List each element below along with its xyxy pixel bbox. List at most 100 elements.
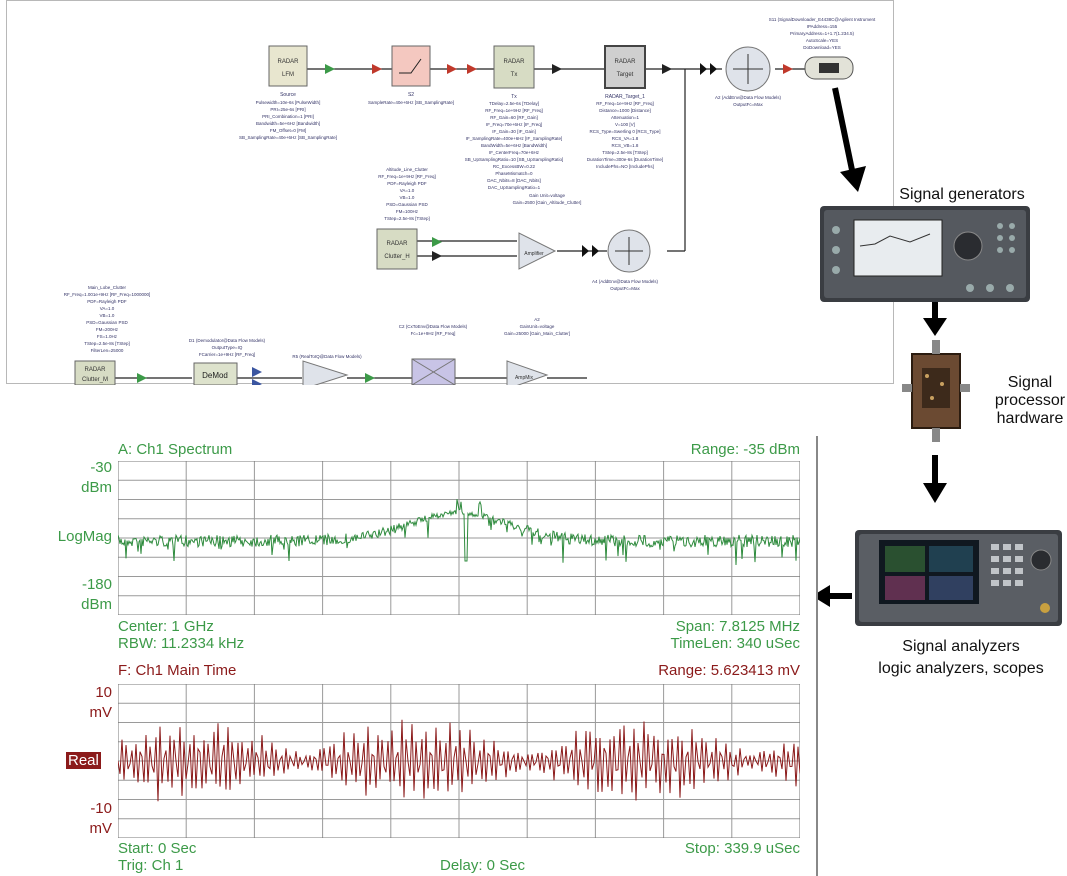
signal-processor-label-line1: Signal bbox=[1007, 374, 1053, 391]
svg-text:DAC_Nbits=8 [DAC_Nbits]: DAC_Nbits=8 [DAC_Nbits] bbox=[487, 178, 540, 183]
svg-text:PDF=Rayleigh PDF: PDF=Rayleigh PDF bbox=[387, 181, 427, 186]
analyzer-display: A: Ch1 Spectrum Range: -35 dBm -30 dBm L… bbox=[8, 436, 818, 876]
spectrum-center: Center: 1 GHz bbox=[118, 618, 214, 635]
svg-text:RADAR: RADAR bbox=[614, 59, 636, 65]
spectrum-rbw: RBW: 11.2334 kHz bbox=[118, 635, 245, 652]
svg-text:TDelay=2.5e-6s [TDelay]: TDelay=2.5e-6s [TDelay] bbox=[489, 101, 539, 106]
signal-processor-hardware bbox=[902, 340, 970, 444]
svg-text:RC_ExcessBW=0.22: RC_ExcessBW=0.22 bbox=[493, 164, 536, 169]
time-ymid: Real bbox=[66, 752, 101, 769]
svg-text:Source: Source bbox=[280, 92, 296, 98]
source-block[interactable]: RADAR LFM Source Pulsewidth=10e-6s [Puls… bbox=[239, 45, 337, 140]
signal-analyzers-label: Signal analyzers logic analyzers, scopes bbox=[858, 638, 1064, 678]
svg-text:RF_Gain=60 [RF_Gain]: RF_Gain=60 [RF_Gain] bbox=[490, 115, 537, 120]
svg-text:OutputFc=Max: OutputFc=Max bbox=[733, 102, 763, 107]
time-title: F: Ch1 Main Time bbox=[118, 662, 237, 679]
svg-text:SampleRate=40e+6Hz [SB_Samplin: SampleRate=40e+6Hz [SB_SamplingRate] bbox=[368, 100, 454, 105]
svg-text:Bandwidth=5e+6Hz [Bandwidth]: Bandwidth=5e+6Hz [Bandwidth] bbox=[256, 121, 320, 126]
svg-text:GainUnit=voltage: GainUnit=voltage bbox=[520, 324, 555, 329]
svg-text:Tx: Tx bbox=[511, 94, 517, 100]
svg-text:PDF=Rayleigh PDF: PDF=Rayleigh PDF bbox=[87, 299, 127, 304]
time-ytop-value: 10 bbox=[95, 684, 112, 701]
svg-text:IF_SamplingRate=400e+6Hz [IF_S: IF_SamplingRate=400e+6Hz [IF_SamplingRat… bbox=[466, 136, 563, 141]
spectrum-trace bbox=[118, 499, 800, 566]
time-start: Start: 0 Sec bbox=[118, 840, 197, 857]
svg-text:DoDownload=YES: DoDownload=YES bbox=[803, 45, 840, 50]
panel-divider bbox=[816, 436, 818, 876]
svg-text:BandWidth=5e+6Hz [BandWidth]: BandWidth=5e+6Hz [BandWidth] bbox=[481, 143, 547, 148]
svg-text:Gain=25000 [Gain_Main_Clutter]: Gain=25000 [Gain_Main_Clutter] bbox=[504, 331, 570, 336]
ampmix-block[interactable]: AmpMix A2 GainUnit=voltage Gain=25000 [G… bbox=[504, 317, 570, 390]
signal-processor-label: Signal processor hardware bbox=[990, 374, 1067, 428]
adder1-block[interactable]: A2 (AddEnv@Data Flow Models) OutputFc=Ma… bbox=[700, 46, 782, 107]
svg-text:PhaseMismatch=0: PhaseMismatch=0 bbox=[495, 171, 533, 176]
svg-text:A2 (AddEnv@Data Flow Models): A2 (AddEnv@Data Flow Models) bbox=[715, 95, 782, 100]
svg-text:Clutter_M: Clutter_M bbox=[82, 377, 108, 383]
signal-generators-label: Signal generators bbox=[899, 186, 1025, 203]
svg-text:Fc=1e+9Hz [RF_Freq]: Fc=1e+9Hz [RF_Freq] bbox=[411, 331, 456, 336]
svg-text:SB_SamplingRate=40e+6Hz [SB_Sa: SB_SamplingRate=40e+6Hz [SB_SamplingRate… bbox=[239, 135, 337, 140]
svg-text:RCS_VA=1.8: RCS_VA=1.8 bbox=[612, 136, 639, 141]
clutter-h-block[interactable]: RADAR Clutter_H Altitude_Line_Clutter RF… bbox=[376, 167, 436, 270]
svg-text:OutputType=IQ: OutputType=IQ bbox=[212, 345, 243, 350]
svg-text:A2: A2 bbox=[534, 317, 540, 322]
signal-generator-instrument bbox=[820, 206, 1030, 302]
svg-text:PRI=25e-6s [PRI]: PRI=25e-6s [PRI] bbox=[270, 107, 305, 112]
svg-text:Gain=2500 [Gain_Altitude_Clutt: Gain=2500 [Gain_Altitude_Clutter] bbox=[513, 200, 582, 205]
time-ybot-value: -10 bbox=[90, 800, 112, 817]
svg-text:VB=1.0: VB=1.0 bbox=[100, 313, 115, 318]
spectrum-span: Span: 7.8125 MHz bbox=[675, 618, 800, 635]
svg-text:S11 (SignalDownloader_E4438C@A: S11 (SignalDownloader_E4438C@Agilent Ins… bbox=[769, 17, 876, 22]
signal-analyzers-label-line2: logic analyzers, scopes bbox=[878, 660, 1044, 677]
svg-text:FM_Offset=0 [FM]: FM_Offset=0 [FM] bbox=[270, 128, 306, 133]
svg-text:Target: Target bbox=[617, 72, 634, 78]
svg-text:C2 (CxToEnv@Data Flow Models): C2 (CxToEnv@Data Flow Models) bbox=[399, 324, 468, 329]
clutter-m-block[interactable]: RADAR Clutter_M Main_Lobe_Clutter RF_Fre… bbox=[64, 285, 150, 386]
svg-text:PRI_Combination=1 [PRI]: PRI_Combination=1 [PRI] bbox=[262, 114, 314, 119]
svg-text:Amplifier: Amplifier bbox=[524, 251, 544, 257]
realtoiq-block[interactable]: R5 (RealToIQ@Data Flow Models) bbox=[292, 354, 362, 390]
svg-text:LFM: LFM bbox=[282, 72, 294, 78]
svg-text:PSD=Gaussian PSD: PSD=Gaussian PSD bbox=[386, 202, 428, 207]
spectrum-ytop-unit: dBm bbox=[81, 479, 112, 496]
svg-text:IncludePhs=NO [IncludePhs]: IncludePhs=NO [IncludePhs] bbox=[596, 164, 654, 169]
cxtoen-block[interactable]: C2 (CxToEnv@Data Flow Models) Fc=1e+9Hz … bbox=[399, 324, 468, 386]
adder2-block[interactable]: A4 (AddEnv@Data Flow Models) OutputFc=Ma… bbox=[582, 229, 659, 291]
svg-text:FCarrier=1e+9Hz [RF_Freq]: FCarrier=1e+9Hz [RF_Freq] bbox=[199, 352, 255, 357]
amplifier-block[interactable]: Amplifier Gain Unit=voltage Gain=2500 [G… bbox=[513, 193, 582, 270]
time-ybot-unit: mV bbox=[89, 820, 113, 837]
target-block[interactable]: RADAR Target RADAR_Target_1 RF_Freq=1e+9… bbox=[587, 45, 663, 169]
signal-processor-label-line2: processor bbox=[994, 392, 1066, 409]
spectrum-ybot-unit: dBm bbox=[81, 596, 112, 613]
spectrum-ymid: LogMag bbox=[57, 528, 112, 545]
svg-text:VA=1.0: VA=1.0 bbox=[400, 188, 415, 193]
s2-block[interactable]: S2 SampleRate=40e+6Hz [SB_SamplingRate] bbox=[368, 45, 454, 105]
spectrum-ytop-value: -30 bbox=[90, 459, 112, 476]
svg-text:RF_Freq=1e+9Hz [RF_Freq]: RF_Freq=1e+9Hz [RF_Freq] bbox=[485, 108, 543, 113]
svg-text:A4 (AddEnv@Data Flow Models): A4 (AddEnv@Data Flow Models) bbox=[592, 279, 659, 284]
svg-text:OutputFc=Max: OutputFc=Max bbox=[610, 286, 640, 291]
svg-text:FS=1.0Hz: FS=1.0Hz bbox=[97, 334, 118, 339]
svg-text:DeMod: DeMod bbox=[202, 371, 228, 380]
signal-analyzers-label-line1: Signal analyzers bbox=[902, 638, 1020, 655]
svg-text:Distance=1000 [Distance]: Distance=1000 [Distance] bbox=[599, 108, 650, 113]
svg-text:RADAR: RADAR bbox=[386, 241, 408, 247]
svg-text:IF_CenterFreq=70e+6Hz: IF_CenterFreq=70e+6Hz bbox=[489, 150, 540, 155]
tx-block[interactable]: RADAR Tx Tx TDelay=2.5e-6s [TDelay] RF_F… bbox=[465, 45, 563, 190]
time-trig: Trig: Ch 1 bbox=[118, 857, 184, 874]
time-range: Range: 5.623413 mV bbox=[658, 662, 800, 679]
svg-text:RCS_Type=Swerling 0 [RCS_Type]: RCS_Type=Swerling 0 [RCS_Type] bbox=[590, 129, 661, 134]
time-trace bbox=[118, 719, 800, 802]
time-plot bbox=[118, 684, 800, 838]
svg-text:TStep=2.5e-8s [TStep]: TStep=2.5e-8s [TStep] bbox=[602, 150, 647, 155]
spectrum-timelen: TimeLen: 340 uSec bbox=[670, 635, 800, 652]
svg-text:RADAR_Target_1: RADAR_Target_1 bbox=[605, 94, 645, 100]
svg-text:RADAR: RADAR bbox=[84, 367, 106, 373]
svg-text:AmpMix: AmpMix bbox=[515, 375, 534, 381]
svg-text:IF_Gain=30 [IF_Gain]: IF_Gain=30 [IF_Gain] bbox=[492, 129, 535, 134]
svg-text:FM=200Hz: FM=200Hz bbox=[96, 327, 119, 332]
spectrum-title: A: Ch1 Spectrum bbox=[118, 441, 233, 458]
sink-block[interactable]: S11 (SignalDownloader_E4438C@Agilent Ins… bbox=[769, 17, 876, 80]
svg-text:RF_Freq=1e+9Hz [RF_Freq]: RF_Freq=1e+9Hz [RF_Freq] bbox=[596, 101, 654, 106]
